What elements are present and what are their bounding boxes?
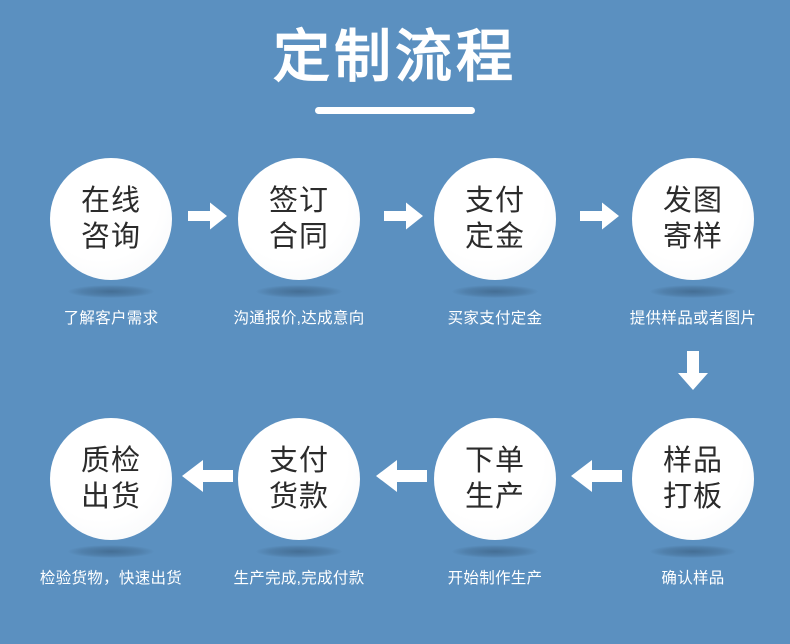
flow-row-2: 质检 出货 检验货物，快速出货 支付 货款 生产完成,完成付款 (0, 415, 790, 605)
step-caption: 开始制作生产 (447, 570, 543, 587)
step-bubble-line2: 生产 (464, 481, 525, 513)
arrow-left-icon (181, 459, 233, 493)
step-bubble-line1: 在线 (80, 185, 141, 217)
step-bubble: 样品 打板 (632, 418, 754, 540)
flow-step-send-drawing-sample: 发图 寄样 提供样品或者图片 (605, 155, 781, 329)
step-bubble-line1: 样品 (662, 445, 723, 477)
flow-row-1: 在线 咨询 了解客户需求 签订 合同 沟通报价,达成意向 (0, 155, 790, 345)
step-bubble-line1: 支付 (464, 185, 525, 217)
step-bubble-text: 发图 寄样 (663, 183, 723, 255)
flow-step-sample-making: 样品 打板 确认样品 (605, 415, 781, 589)
step-bubble-line1: 质检 (80, 445, 141, 477)
step-bubble-text: 样品 打板 (663, 443, 723, 515)
flow-step-online-consultation: 在线 咨询 了解客户需求 (23, 155, 199, 329)
step-bubble-line2: 定金 (464, 221, 525, 253)
step-bubble: 下单 生产 (434, 418, 556, 540)
arrow-right-icon (384, 201, 424, 231)
step-bubble-text: 质检 出货 (81, 443, 141, 515)
step-bubble: 质检 出货 (50, 418, 172, 540)
step-caption: 沟通报价,达成意向 (233, 310, 365, 327)
arrow-down-icon (677, 351, 709, 396)
step-bubble-line1: 下单 (464, 445, 525, 477)
header: 定制流程 (0, 0, 790, 114)
arrow-right-icon (580, 201, 620, 231)
step-caption: 买家支付定金 (447, 310, 543, 327)
step-caption: 了解客户需求 (63, 310, 159, 327)
step-bubble-line2: 货款 (268, 481, 329, 513)
step-bubble-line2: 打板 (662, 481, 723, 513)
title-divider (315, 106, 475, 114)
flow-step-place-order-production: 下单 生产 开始制作生产 (407, 415, 583, 589)
step-bubble-text: 下单 生产 (465, 443, 525, 515)
step-bubble: 签订 合同 (238, 158, 360, 280)
step-bubble: 发图 寄样 (632, 158, 754, 280)
arrow-left-icon (375, 459, 427, 493)
arrow-right-icon (188, 201, 228, 231)
step-bubble-line1: 支付 (268, 445, 329, 477)
step-bubble-text: 支付 定金 (465, 183, 525, 255)
step-caption: 提供样品或者图片 (629, 310, 757, 327)
step-bubble: 支付 货款 (238, 418, 360, 540)
step-caption: 检验货物，快速出货 (39, 570, 183, 587)
step-bubble-text: 在线 咨询 (81, 183, 141, 255)
page-title: 定制流程 (273, 25, 517, 89)
step-bubble-line2: 咨询 (80, 221, 141, 253)
flow-step-inspect-and-ship: 质检 出货 检验货物，快速出货 (23, 415, 199, 589)
step-bubble-line2: 出货 (80, 481, 141, 513)
flow-step-pay-balance: 支付 货款 生产完成,完成付款 (211, 415, 387, 589)
step-caption: 生产完成,完成付款 (233, 570, 365, 587)
step-bubble-line2: 寄样 (662, 221, 723, 253)
step-bubble-text: 支付 货款 (269, 443, 329, 515)
step-bubble-line1: 签订 (268, 185, 329, 217)
step-bubble: 在线 咨询 (50, 158, 172, 280)
flow-step-sign-contract: 签订 合同 沟通报价,达成意向 (211, 155, 387, 329)
flow-step-pay-deposit: 支付 定金 买家支付定金 (407, 155, 583, 329)
step-bubble: 支付 定金 (434, 158, 556, 280)
step-bubble-line2: 合同 (268, 221, 329, 253)
step-bubble-text: 签订 合同 (269, 183, 329, 255)
arrow-left-icon (570, 459, 622, 493)
step-caption: 确认样品 (661, 570, 725, 587)
step-bubble-line1: 发图 (662, 185, 723, 217)
